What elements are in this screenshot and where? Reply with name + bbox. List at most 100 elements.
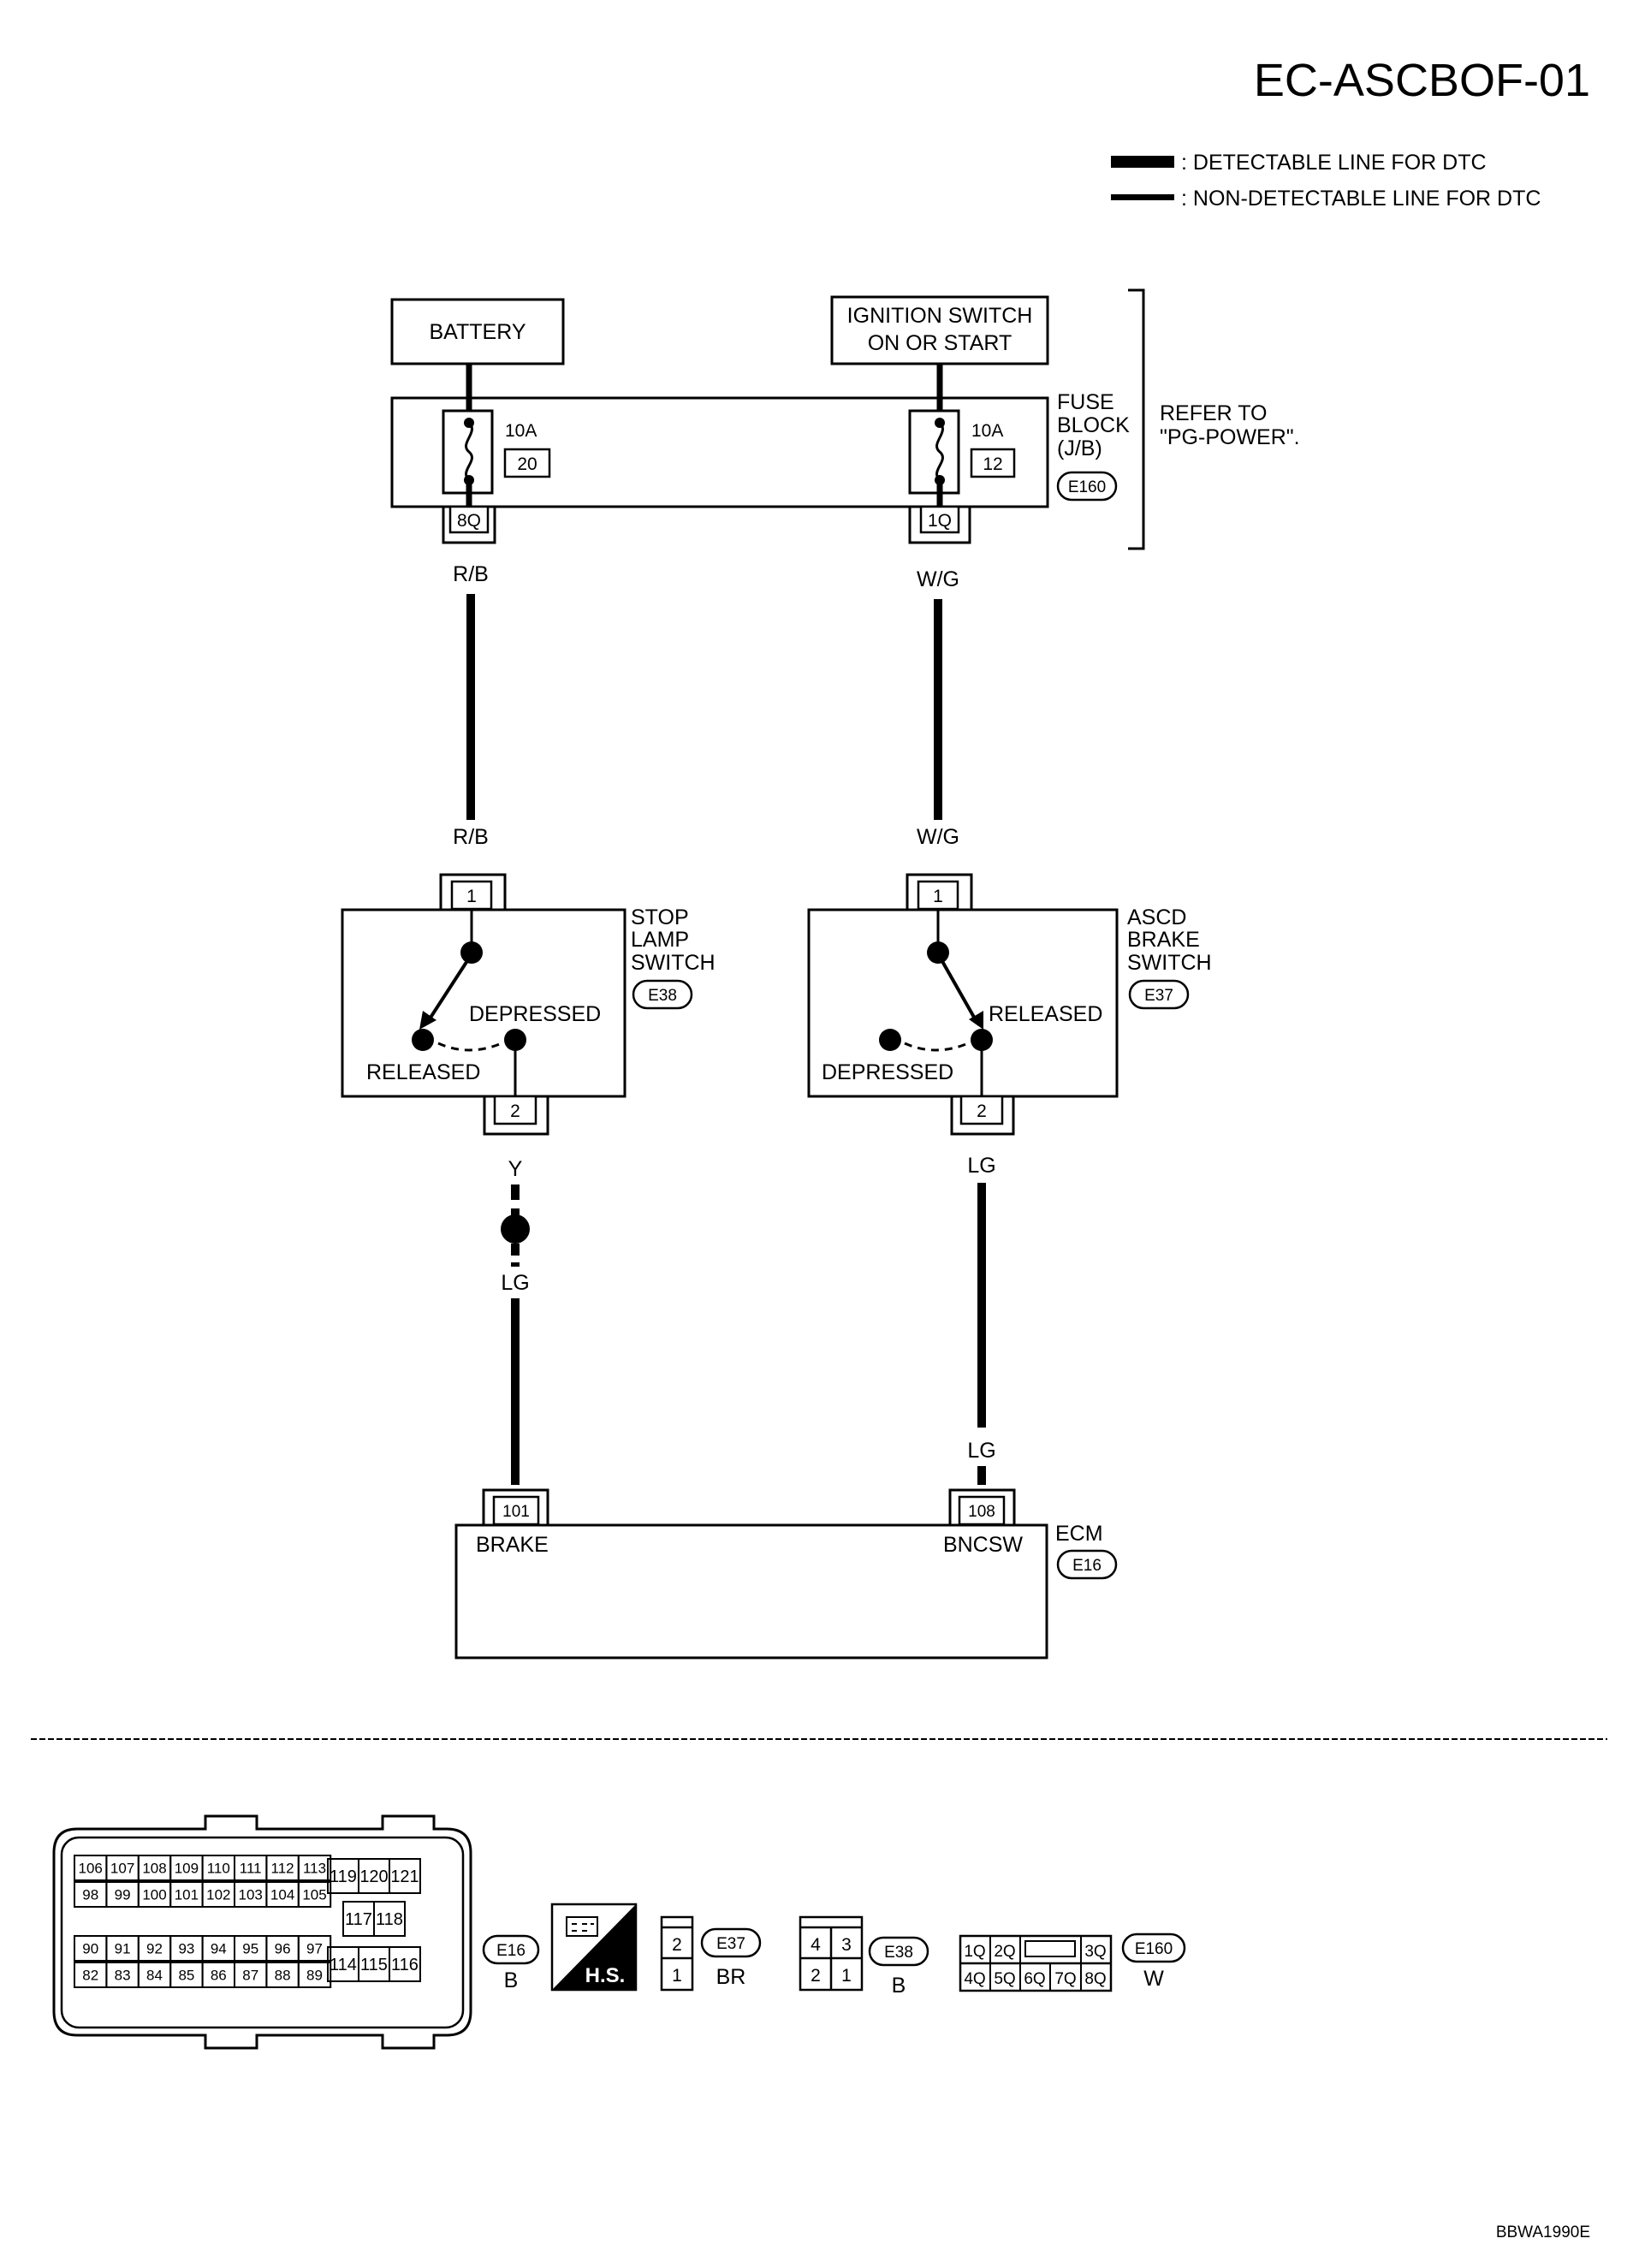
e16-cavity-label: 91: [115, 1941, 131, 1957]
fuse-right-body: [908, 409, 960, 495]
e16-cavity-label: 119: [330, 1867, 357, 1886]
e16-cavity-label: 121: [390, 1867, 419, 1886]
ascd-switch-pin1-box: [917, 880, 959, 911]
stop-switch-pin2-box: [493, 1095, 537, 1125]
e16-cavity-label: 88: [275, 1968, 291, 1984]
stop-switch-pivot: [460, 941, 483, 964]
ascd-brake-switch: 1 RELEASED DEPRESSED ASCD BRAKE SWITCH E…: [807, 873, 1212, 1136]
ecm-term-brake: BRAKE: [476, 1533, 549, 1557]
terminal-1q-box: [919, 505, 960, 534]
terminal-1q-label: 1Q: [928, 511, 952, 531]
fuse-left-amp: 10A: [505, 421, 537, 441]
connector-e37: 2 1: [660, 1915, 694, 1992]
wire-label-wg-lower: W/G: [917, 825, 959, 849]
e16-color: B: [504, 1968, 519, 1992]
stop-switch-pin1-bracket: [439, 873, 507, 910]
e16-cavity-label: 104: [270, 1887, 294, 1903]
e16-cavity-label: 101: [175, 1887, 199, 1903]
wire-label-rb-lower: R/B: [453, 825, 489, 849]
fuse-right: 10A 12: [908, 409, 1016, 507]
e16-cavity-label: 83: [115, 1968, 131, 1984]
ascd-switch-pin2-bracket: [950, 1096, 1015, 1136]
stop-switch-pin1-label: 1: [466, 887, 477, 906]
fuse-left: 10A 20: [442, 409, 551, 507]
e16-cavity-label: 89: [306, 1968, 323, 1984]
fuse-block-label-2: BLOCK: [1057, 413, 1130, 437]
ascd-switch-label-2: BRAKE: [1127, 928, 1200, 952]
e16-cavity-label: 106: [79, 1861, 103, 1877]
wire-label-rb-upper: R/B: [453, 562, 489, 586]
ascd-switch-arm: [938, 956, 977, 1021]
e160-color: W: [1143, 1967, 1164, 1991]
legend: : DETECTABLE LINE FOR DTC : NON-DETECTAB…: [1111, 151, 1541, 211]
stop-switch-arm: [427, 955, 472, 1022]
ascd-switch-link: [904, 1042, 969, 1052]
ecm-connector-badge: [1056, 1549, 1118, 1580]
stop-switch-link: [437, 1042, 502, 1052]
hs-label: H.S.: [585, 1964, 626, 1987]
fuse-right-amp: 10A: [971, 421, 1003, 441]
e16-cavity-label: 90: [82, 1941, 98, 1957]
stop-switch-arm-arrow: [419, 1011, 436, 1030]
e16-cavity-box: [297, 1935, 332, 1962]
e16-cavity-label: 82: [82, 1968, 98, 1984]
e160-cavity-8q: 8Q: [1084, 1970, 1106, 1988]
ascd-switch-pin2-box: [959, 1095, 1004, 1125]
e16-cavity-label: 87: [242, 1968, 258, 1984]
fuse-right-number-box: [970, 448, 1016, 478]
ascd-switch-connector-badge: [1128, 979, 1190, 1010]
ecm-pin101-bracket: [482, 1488, 549, 1525]
ignition-label-2: ON OR START: [868, 331, 1012, 355]
e16-housing-outer: [52, 1814, 472, 2050]
refer-bracket: [1128, 288, 1145, 550]
e37-cavity-bottom: 1: [672, 1966, 682, 1986]
fuse-block-label-1: FUSE: [1057, 390, 1114, 414]
page-id: EC-ASCBOF-01: [1254, 55, 1590, 106]
ecm-term-bncsw: BNCSW: [943, 1533, 1023, 1557]
ascd-switch-pin2-label: 2: [977, 1101, 987, 1121]
stop-switch-label-2: LAMP: [631, 928, 689, 952]
e16-housing-inner: [60, 1836, 465, 2029]
e38-cavity-3: 3: [841, 1935, 852, 1955]
e37-color: BR: [716, 1965, 746, 1989]
refer-label-1: REFER TO: [1160, 401, 1268, 425]
e16-cavity-label: 105: [302, 1887, 326, 1903]
stop-switch-label-1: STOP: [631, 905, 689, 929]
e16-cavity-label: 92: [146, 1941, 163, 1957]
ascd-switch-pin1-bracket: [906, 873, 973, 910]
e160-cavity-1q: 1Q: [964, 1943, 985, 1961]
legend-non-detectable-label: : NON-DETECTABLE LINE FOR DTC: [1181, 187, 1541, 211]
e160-cavity-6q: 6Q: [1024, 1970, 1045, 1988]
terminal-8q: 8Q: [442, 505, 496, 544]
fuse-block-connector-id: E160: [1068, 478, 1106, 496]
ecm-pin101-label: 101: [502, 1503, 530, 1521]
legend-detectable-label: : DETECTABLE LINE FOR DTC: [1181, 151, 1487, 175]
ecm-connector-id: E16: [1072, 1557, 1102, 1575]
battery-box: [390, 298, 565, 365]
fuse-block-box: [390, 396, 1049, 508]
e38-color: B: [892, 1974, 906, 1998]
e16-cavity-label: 100: [142, 1887, 166, 1903]
stop-switch-contact-released: [412, 1029, 434, 1051]
figure-code: BBWA1990E: [1496, 2223, 1590, 2241]
e16-cavity-box: [373, 1901, 406, 1937]
ascd-switch-connector-id: E37: [1144, 987, 1173, 1005]
fuse-left-number: 20: [517, 454, 537, 474]
e16-cavity-box: [389, 1858, 421, 1894]
wire-label-lg-right-lower: LG: [967, 1439, 995, 1463]
e160-badge-id: E160: [1135, 1940, 1173, 1958]
e160-badge: [1121, 1933, 1186, 1963]
hs-symbol: H.S.: [550, 1903, 638, 1992]
e38-badge-id: E38: [884, 1944, 913, 1962]
e160-cavity-4q: 4Q: [964, 1970, 985, 1988]
stop-switch-label-3: SWITCH: [631, 951, 716, 975]
e16-cavity-label: 114: [330, 1956, 357, 1974]
ecm-box: [454, 1523, 1048, 1659]
legend-detectable-swatch: [1111, 156, 1174, 168]
battery-label: BATTERY: [430, 320, 526, 344]
terminal-8q-label: 8Q: [457, 511, 481, 531]
e37-cavity-top: 2: [672, 1935, 682, 1955]
